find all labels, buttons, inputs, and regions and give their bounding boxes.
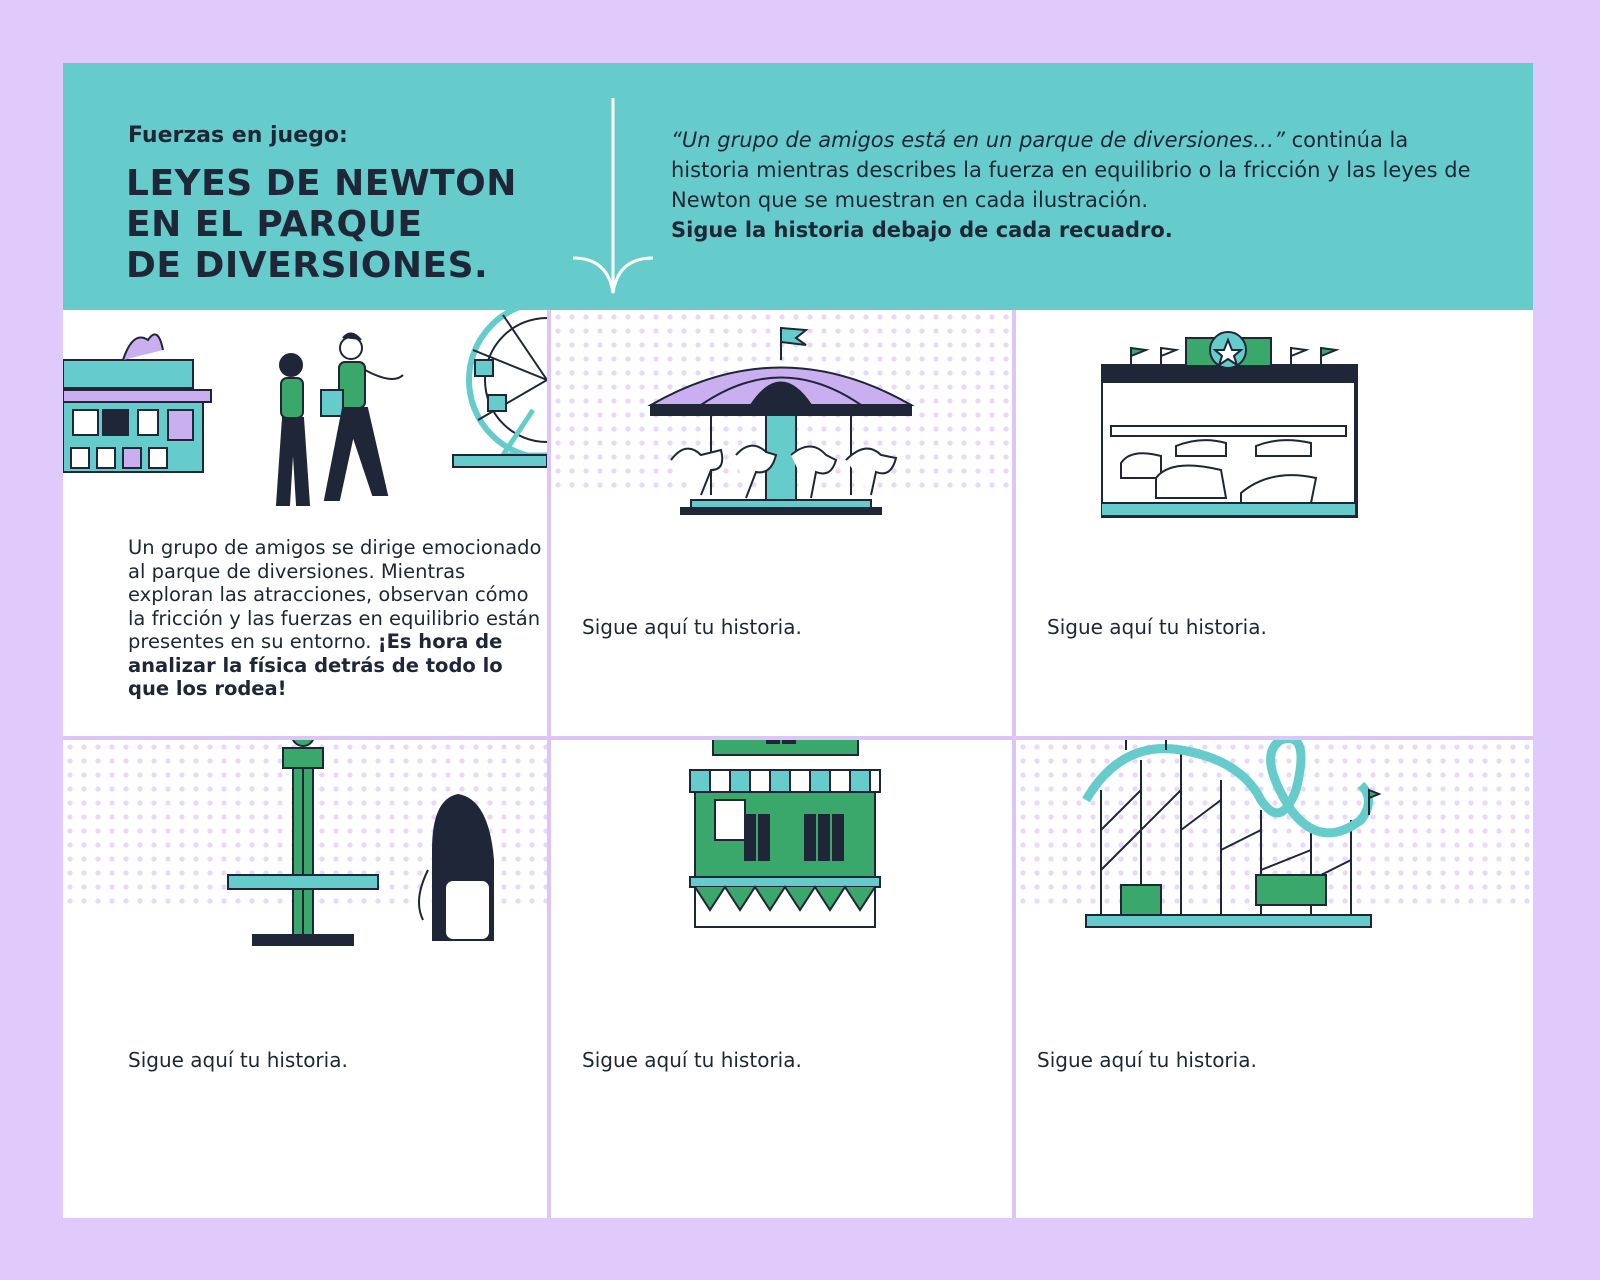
ticket-booth-friends-ferris-wheel-illustration	[63, 310, 547, 506]
story-panel-4: Sigue aquí tu historia.	[63, 740, 547, 1218]
story-prompt: Sigue aquí tu historia.	[582, 615, 802, 639]
intro-italic: “Un grupo de amigos está en un parque de…	[671, 128, 1285, 152]
story-prompt: Sigue aquí tu historia.	[1037, 1048, 1257, 1072]
header-kicker: Fuerzas en juego:	[128, 123, 348, 148]
header-instructions: “Un grupo de amigos está en un parque de…	[671, 125, 1471, 245]
title-line: DE DIVERSIONES.	[126, 245, 489, 286]
intro-bold: Sigue la historia debajo de cada recuadr…	[671, 218, 1173, 242]
story-panel-2: Sigue aquí tu historia.	[551, 310, 1012, 736]
drop-tower-illustration	[227, 740, 494, 946]
roller-coaster-illustration	[1082, 740, 1381, 928]
story-panel-5: Sigue aquí tu historia.	[551, 740, 1012, 1218]
grid-divider	[1012, 310, 1016, 1218]
story-panel-3: Sigue aquí tu historia.	[1016, 310, 1533, 736]
story-prompt: Sigue aquí tu historia.	[582, 1048, 802, 1072]
page-title: LEYES DE NEWTON EN EL PARQUE DE DIVERSIO…	[126, 163, 566, 286]
story-prompt: Sigue aquí tu historia.	[1047, 615, 1267, 639]
story-intro: Un grupo de amigos se dirige emocionado …	[128, 536, 547, 701]
story-prompt: Sigue aquí tu historia.	[128, 1048, 348, 1072]
bumper-cars-illustration	[1101, 331, 1358, 518]
story-panel-1: Un grupo de amigos se dirige emocionado …	[63, 310, 547, 736]
grid-divider	[547, 310, 551, 1218]
grid-divider	[63, 736, 1533, 740]
header-banner: Fuerzas en juego: LEYES DE NEWTON EN EL …	[63, 63, 1533, 310]
story-text: Un grupo de amigos se dirige emocionado …	[128, 536, 542, 653]
drinks-stand-illustration	[689, 740, 881, 928]
title-line: LEYES DE NEWTON	[126, 163, 517, 204]
story-bold: ¡Es hora de analizar la física detrás de…	[128, 630, 503, 700]
worksheet: Fuerzas en juego: LEYES DE NEWTON EN EL …	[63, 63, 1533, 1218]
title-line: EN EL PARQUE	[126, 204, 423, 245]
intro-text: continúa la historia mientras describes …	[671, 128, 1471, 212]
story-panel-6: Sigue aquí tu historia.	[1016, 740, 1533, 1218]
down-arrow-icon	[572, 98, 654, 294]
carousel-illustration	[647, 326, 915, 515]
